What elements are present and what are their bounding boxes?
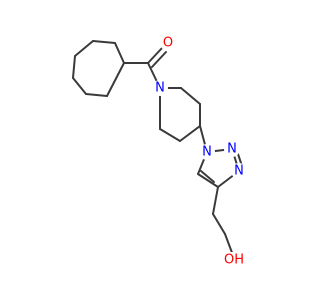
bond [212,186,219,215]
atom-triazole-n2: N [224,141,240,157]
atom-label: O [163,36,173,51]
atom-label: N [234,164,244,179]
bond [85,93,108,97]
atom-triazole-n3: N [231,163,247,179]
bond [147,47,163,64]
bond [197,173,219,188]
cycloheptane-ring [72,40,125,97]
bond [92,40,116,44]
bond [159,128,181,142]
structure-diagram: O N N N N OH [72,35,247,268]
bond [74,40,94,57]
atom-label: N [155,81,165,96]
bond [72,55,76,79]
piperidine-ring [159,87,201,142]
bond [114,42,125,64]
atom-piperidine-nitrogen: N [152,80,168,96]
atom-hydroxyl-oxygen: OH [223,252,247,268]
bond [180,87,201,105]
atom-carbonyl-oxygen: O [160,35,176,51]
bond [151,51,167,68]
atom-triazole-n1: N [199,144,215,160]
molecule-canvas: O N N N N OH [72,35,247,268]
bond [106,62,125,97]
atom-label: N [227,142,237,157]
atom-label: N [202,145,212,160]
hydroxyethyl-chain [212,186,235,259]
bond [179,125,201,142]
bond [200,170,215,183]
bond [72,77,87,95]
bond [212,213,226,235]
atom-label: OH [224,253,244,268]
